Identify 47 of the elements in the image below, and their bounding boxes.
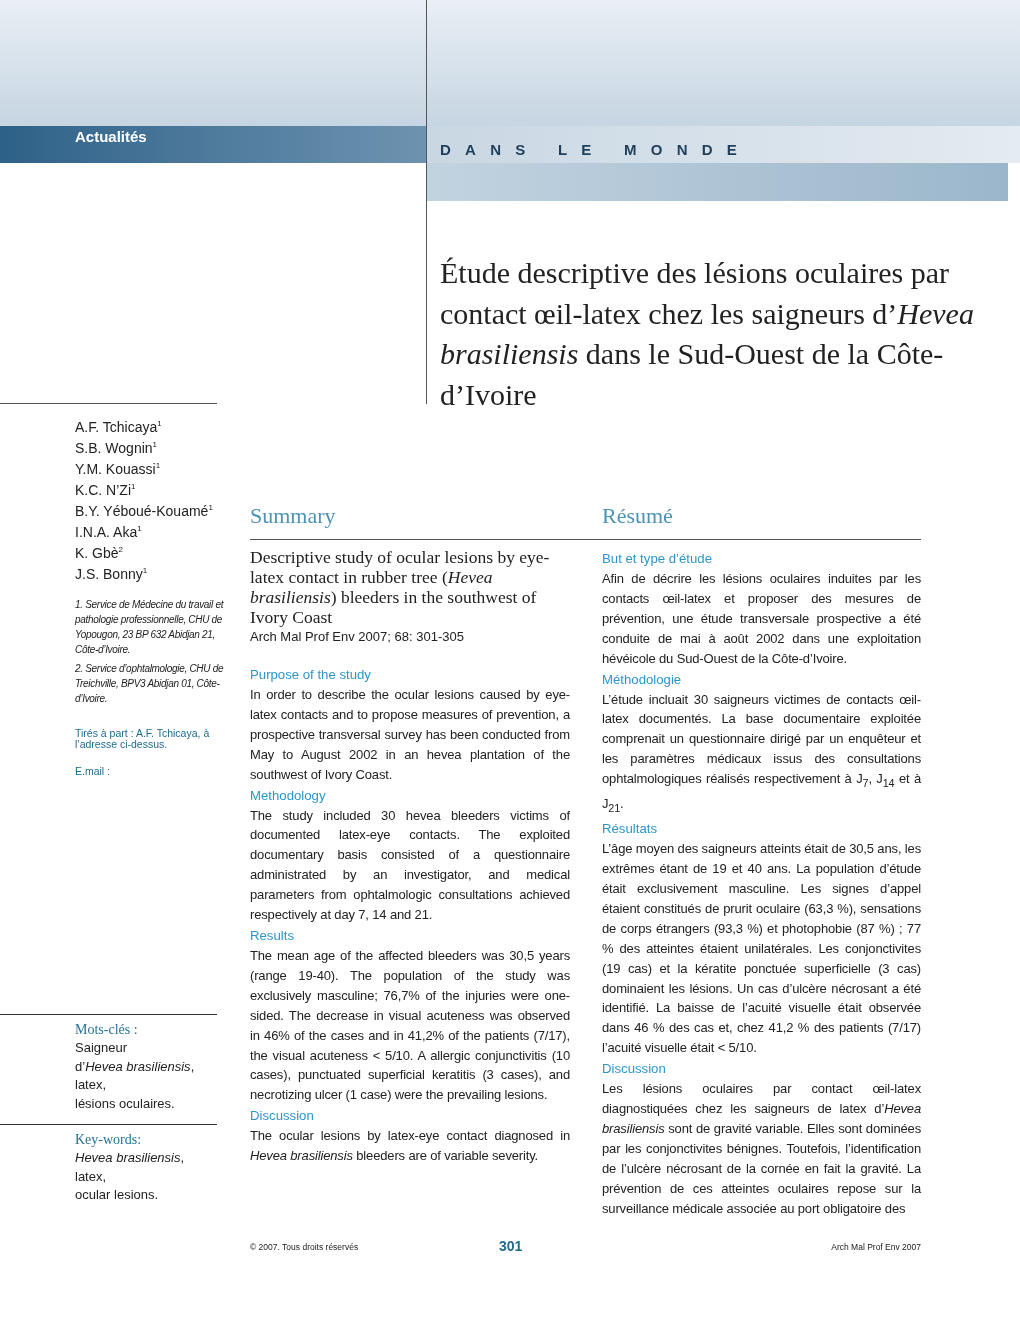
subsection-heading: But et type d’étude [602,550,713,568]
subsection-heading: Results [250,926,295,945]
author-name: I.N.A. Aka$^{1}$ [75,522,142,542]
keyword-text: lésions oculaires. [75,1094,175,1113]
paragraph-text: The mean age of the affected bleeders was 30,5 years (range 19-40). The population of the study was exclusively masculine; 76,7% of the injuries were one-sided. The decrease in visual acuteness was observed in 46% of the cases and in 41,2% of the patients (7/17), the visual acuteness < 5/10. A allergic conjunctivitis (10 cases), punctuated superficial keratitis (3 cases), and necrotizing ulcer (1 case) were the prevailing lesions. [250,946,570,1105]
correspondence-note: Tirés à part : A.F. Tchicaya, à l’adresse ci-dessus. [75,727,211,750]
journal-reference: Arch Mal Prof Env 2007 [831,1242,921,1252]
paragraph-text: In order to describe the ocular lesions caused by eye-latex contacts and to propose measures of prevention, a prospective transversal survey has been conducted from May to August 2002 in an hevea plantation of the southwest of Ivory Coast. [250,686,570,784]
paragraph-text: L’étude incluait 30 saigneurs victimes de contacts œil-latex documentés. La base documentaire exploitée comprenait un questionnaire dirigé par un enquêteur et les paramètres médicaux issus des consultations ophtalmologiques réalisés respectivement à J$_{7}$, J$_{14}$ et à J$_{21}$. [602,690,921,816]
paragraph-text: L’âge moyen des saigneurs atteints était de 30,5 ans, les extrêmes étant de 19 et 40 ans. La population d’étude était exclusivement masculine. Les signes d’appel étaient constitués de prurit oculaire (63,3 %), sensations de corps étrangers (93,3 %) et photophobie (87 %) ; 77 % des atteintes étaient unilatérales. Les conjonctivites (19 cas) et la kératite ponctuée superficielle (3 cas) dominaient les lésions. Un cas d’ulcère nécrosant a été identifié. La baisse de l’acuité visuelle était observée dans 46 % des cas et, chez 41,2 % des patients (7/17) l’acuité visuelle était < 5/10. [602,840,921,1058]
author-name: B.Y. Yéboué-Kouamé$^{1}$ [75,501,213,521]
subsection-heading: Methodology [250,786,327,805]
author-name: K. Gbè$^{2}$ [75,544,124,563]
keywords-heading: Key-words: [75,1131,142,1149]
author-name: K.C. N’Zi$^{1}$ [75,480,136,500]
author-name: Y.M. Kouassi$^{1}$ [75,459,161,479]
affiliation-text: 2. Service d’ophtalmologie, CHU de Treichville, BPV3 Abidjan 01, Côte-d’Ivoire. [75,661,225,706]
keyword-text: Hevea brasiliensis, [75,1149,185,1167]
paragraph-text: The ocular lesions by latex-eye contact diagnosed in Hevea brasiliensis bleeders are of variable severity. [250,1127,570,1166]
subsection-heading: Discussion [602,1060,667,1079]
section-heading: Résumé [602,503,673,529]
section-label: Actualités [75,128,147,145]
keyword-text: Saigneur [75,1039,128,1057]
keyword-text: ocular lesions. [75,1186,159,1204]
subsection-heading: Purpose of the study [250,666,372,684]
copyright-notice: © 2007. Tous droits réservés [250,1242,359,1252]
author-name: S.B. Wognin$^{1}$ [75,438,157,458]
section-heading: Summary [250,503,336,529]
keyword-text: latex, [75,1076,107,1094]
page-number: 301 [499,1238,523,1254]
email-label: E.mail : [75,765,111,777]
banner-text: DANS LE MONDE [440,141,752,158]
citation-text: Arch Mal Prof Env 2007; 68: 301-305 [250,628,465,646]
subsection-heading: Résultats [602,820,658,839]
article-title: Descriptive study of ocular lesions by eye-latex contact in rubber tree (Hevea brasiliensis) bleeders in the southwest of Ivory Coast [250,547,551,627]
keyword-text: d’Hevea brasiliensis, [75,1057,195,1076]
author-name: A.F. Tchicaya$^{1}$ [75,417,162,437]
paragraph-text: The study included 30 hevea bleeders victims of documented latex-eye contacts. The exploited documentary basis consisted of a questionnaire administrated by an investigator, and medical parameters from ophtalmologic consultations achieved respectively at day 7, 14 and 21. [250,806,570,925]
paragraph-text: Les lésions oculaires par contact œil-latex diagnostiquées chez les saigneurs de latex d’Hevea brasiliensis sont de gravité variable. Elles sont dominées par les conjonctivites bénignes. Toutefois, l’identification de l’ulcère nécrosant de la cornée en fait la gravité. La prévention de ces atteintes oculaires repose sur la surveillance médicale associée au port obligatoire des [602,1080,921,1218]
subsection-heading: Discussion [250,1107,315,1126]
author-name: J.S. Bonny$^{1}$ [75,565,148,584]
subsection-heading: Méthodologie [602,670,683,689]
affiliation-text: 1. Service de Médecine du travail et pathologie professionnelle, CHU de Yopougon, 23 BP 632 Abidjan 21, Côte-d’Ivoire. [75,597,225,657]
keywords-heading: Mots-clés : [75,1021,138,1039]
keyword-text: latex, [75,1167,107,1186]
paragraph-text: Afin de décrire les lésions oculaires induites par les contacts œil-latex et proposer des mesures de prévention, une étude transversale prospective a été conduite de mai à août 2002 dans une exploitation hévéicole du Sud-Ouest de la Côte-d’Ivoire. [602,570,921,668]
page-title: Étude descriptive des lésions oculaires par contact œil-latex chez les saigneurs d’Hevea brasiliensis dans le Sud-Ouest de la Côte-d’Ivoire [440,255,975,413]
